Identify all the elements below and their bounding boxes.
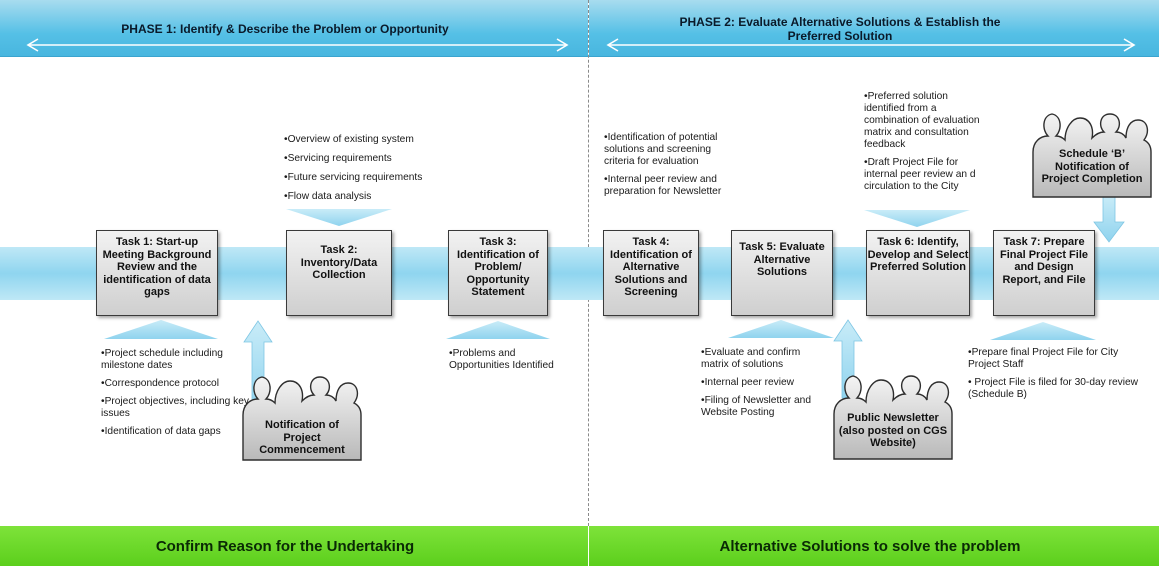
task7-note: •Prepare final Project File for City Pro… — [968, 347, 1119, 370]
phase1-double-arrow-icon — [26, 38, 569, 52]
notification-people-icon — [242, 376, 362, 461]
task1-note: •Project schedule including milestone da… — [101, 348, 223, 371]
schedule-b-people-icon — [1032, 113, 1152, 198]
task7-notes: •Prepare final Project File for City Pro… — [968, 347, 1148, 407]
newsletter-label: Public Newsletter (also posted on CGS We… — [838, 412, 948, 449]
phase-arrows — [26, 38, 1136, 52]
task4-note: •Identification of potential solutions a… — [604, 132, 718, 167]
connector-arrows — [104, 195, 1125, 411]
task3-up-triangle — [446, 321, 550, 339]
phase1-title: PHASE 1: Identify & Describe the Problem… — [121, 22, 449, 36]
task7-up-triangle — [990, 322, 1096, 340]
task2-note: •Future servicing requirements — [284, 172, 423, 183]
footer-left-label: Confirm Reason for the Undertaking — [155, 538, 415, 555]
task6-box: Task 6: Identify, Develop and Select Pre… — [866, 230, 970, 316]
task5-notes: •Evaluate and confirm matrix of solution… — [701, 347, 826, 425]
task3-note: •Problems and Opportunities Identified — [449, 348, 554, 371]
task1-box: Task 1: Start-up Meeting Background Revi… — [96, 230, 218, 316]
task2-note: •Flow data analysis — [284, 191, 372, 202]
task4-note: •Internal peer review and preparation fo… — [604, 174, 722, 197]
task4-notes: •Identification of potential solutions a… — [604, 132, 744, 204]
footer-right-label: Alternative Solutions to solve the probl… — [719, 538, 1021, 555]
task2-note: •Overview of existing system — [284, 134, 414, 145]
task1-up-triangle — [104, 320, 218, 339]
newsletter-people-icon — [833, 375, 953, 460]
task1-note: •Identification of data gaps — [101, 426, 221, 437]
task5-note: •Filing of Newsletter and Website Postin… — [701, 395, 812, 418]
task5-note: •Evaluate and confirm matrix of solution… — [701, 347, 801, 370]
task7-note: • Project File is filed for 30-day revie… — [968, 377, 1139, 400]
phase1-banner — [0, 0, 588, 57]
task6-note: •Draft Project File for internal peer re… — [864, 157, 976, 192]
footer-right-bar — [589, 526, 1159, 566]
footer-left-bar — [0, 526, 588, 566]
task1-note: •Correspondence protocol — [101, 378, 219, 389]
phase2-double-arrow-icon — [606, 38, 1136, 52]
schedule-b-down-arrow — [1093, 195, 1125, 243]
task6-notes: •Preferred solution identified from a co… — [864, 91, 982, 199]
task5-box: Task 5: Evaluate Alternative Solutions — [731, 230, 833, 316]
task5-up-triangle — [728, 320, 834, 338]
schedule-b-label: Schedule ‘B’ Notification of Project Com… — [1041, 148, 1143, 185]
task5-note: •Internal peer review — [701, 377, 795, 388]
phase2-banner — [589, 0, 1159, 57]
phase2-title: PHASE 2: Evaluate Alternative Solutions … — [679, 15, 1001, 43]
task7-box: Task 7: Prepare Final Project File and D… — [993, 230, 1095, 316]
task1-note: •Project objectives, including key issue… — [101, 396, 249, 419]
task2-note: •Servicing requirements — [284, 153, 392, 164]
task3-box: Task 3: Identification of Problem/ Oppor… — [448, 230, 548, 316]
task2-notes: •Overview of existing system •Servicing … — [284, 134, 454, 210]
task4-box: Task 4: Identification of Alternative So… — [603, 230, 699, 316]
task6-note: •Preferred solution identified from a co… — [864, 91, 980, 150]
task1-notes: •Project schedule including milestone da… — [101, 348, 251, 444]
task2-box: Task 2: Inventory/Data Collection — [286, 230, 392, 316]
task2-down-triangle — [286, 209, 392, 226]
task6-down-triangle — [864, 210, 970, 227]
notification-label: Notification of Project Commencement — [259, 419, 345, 456]
task3-notes: •Problems and Opportunities Identified — [449, 348, 574, 378]
